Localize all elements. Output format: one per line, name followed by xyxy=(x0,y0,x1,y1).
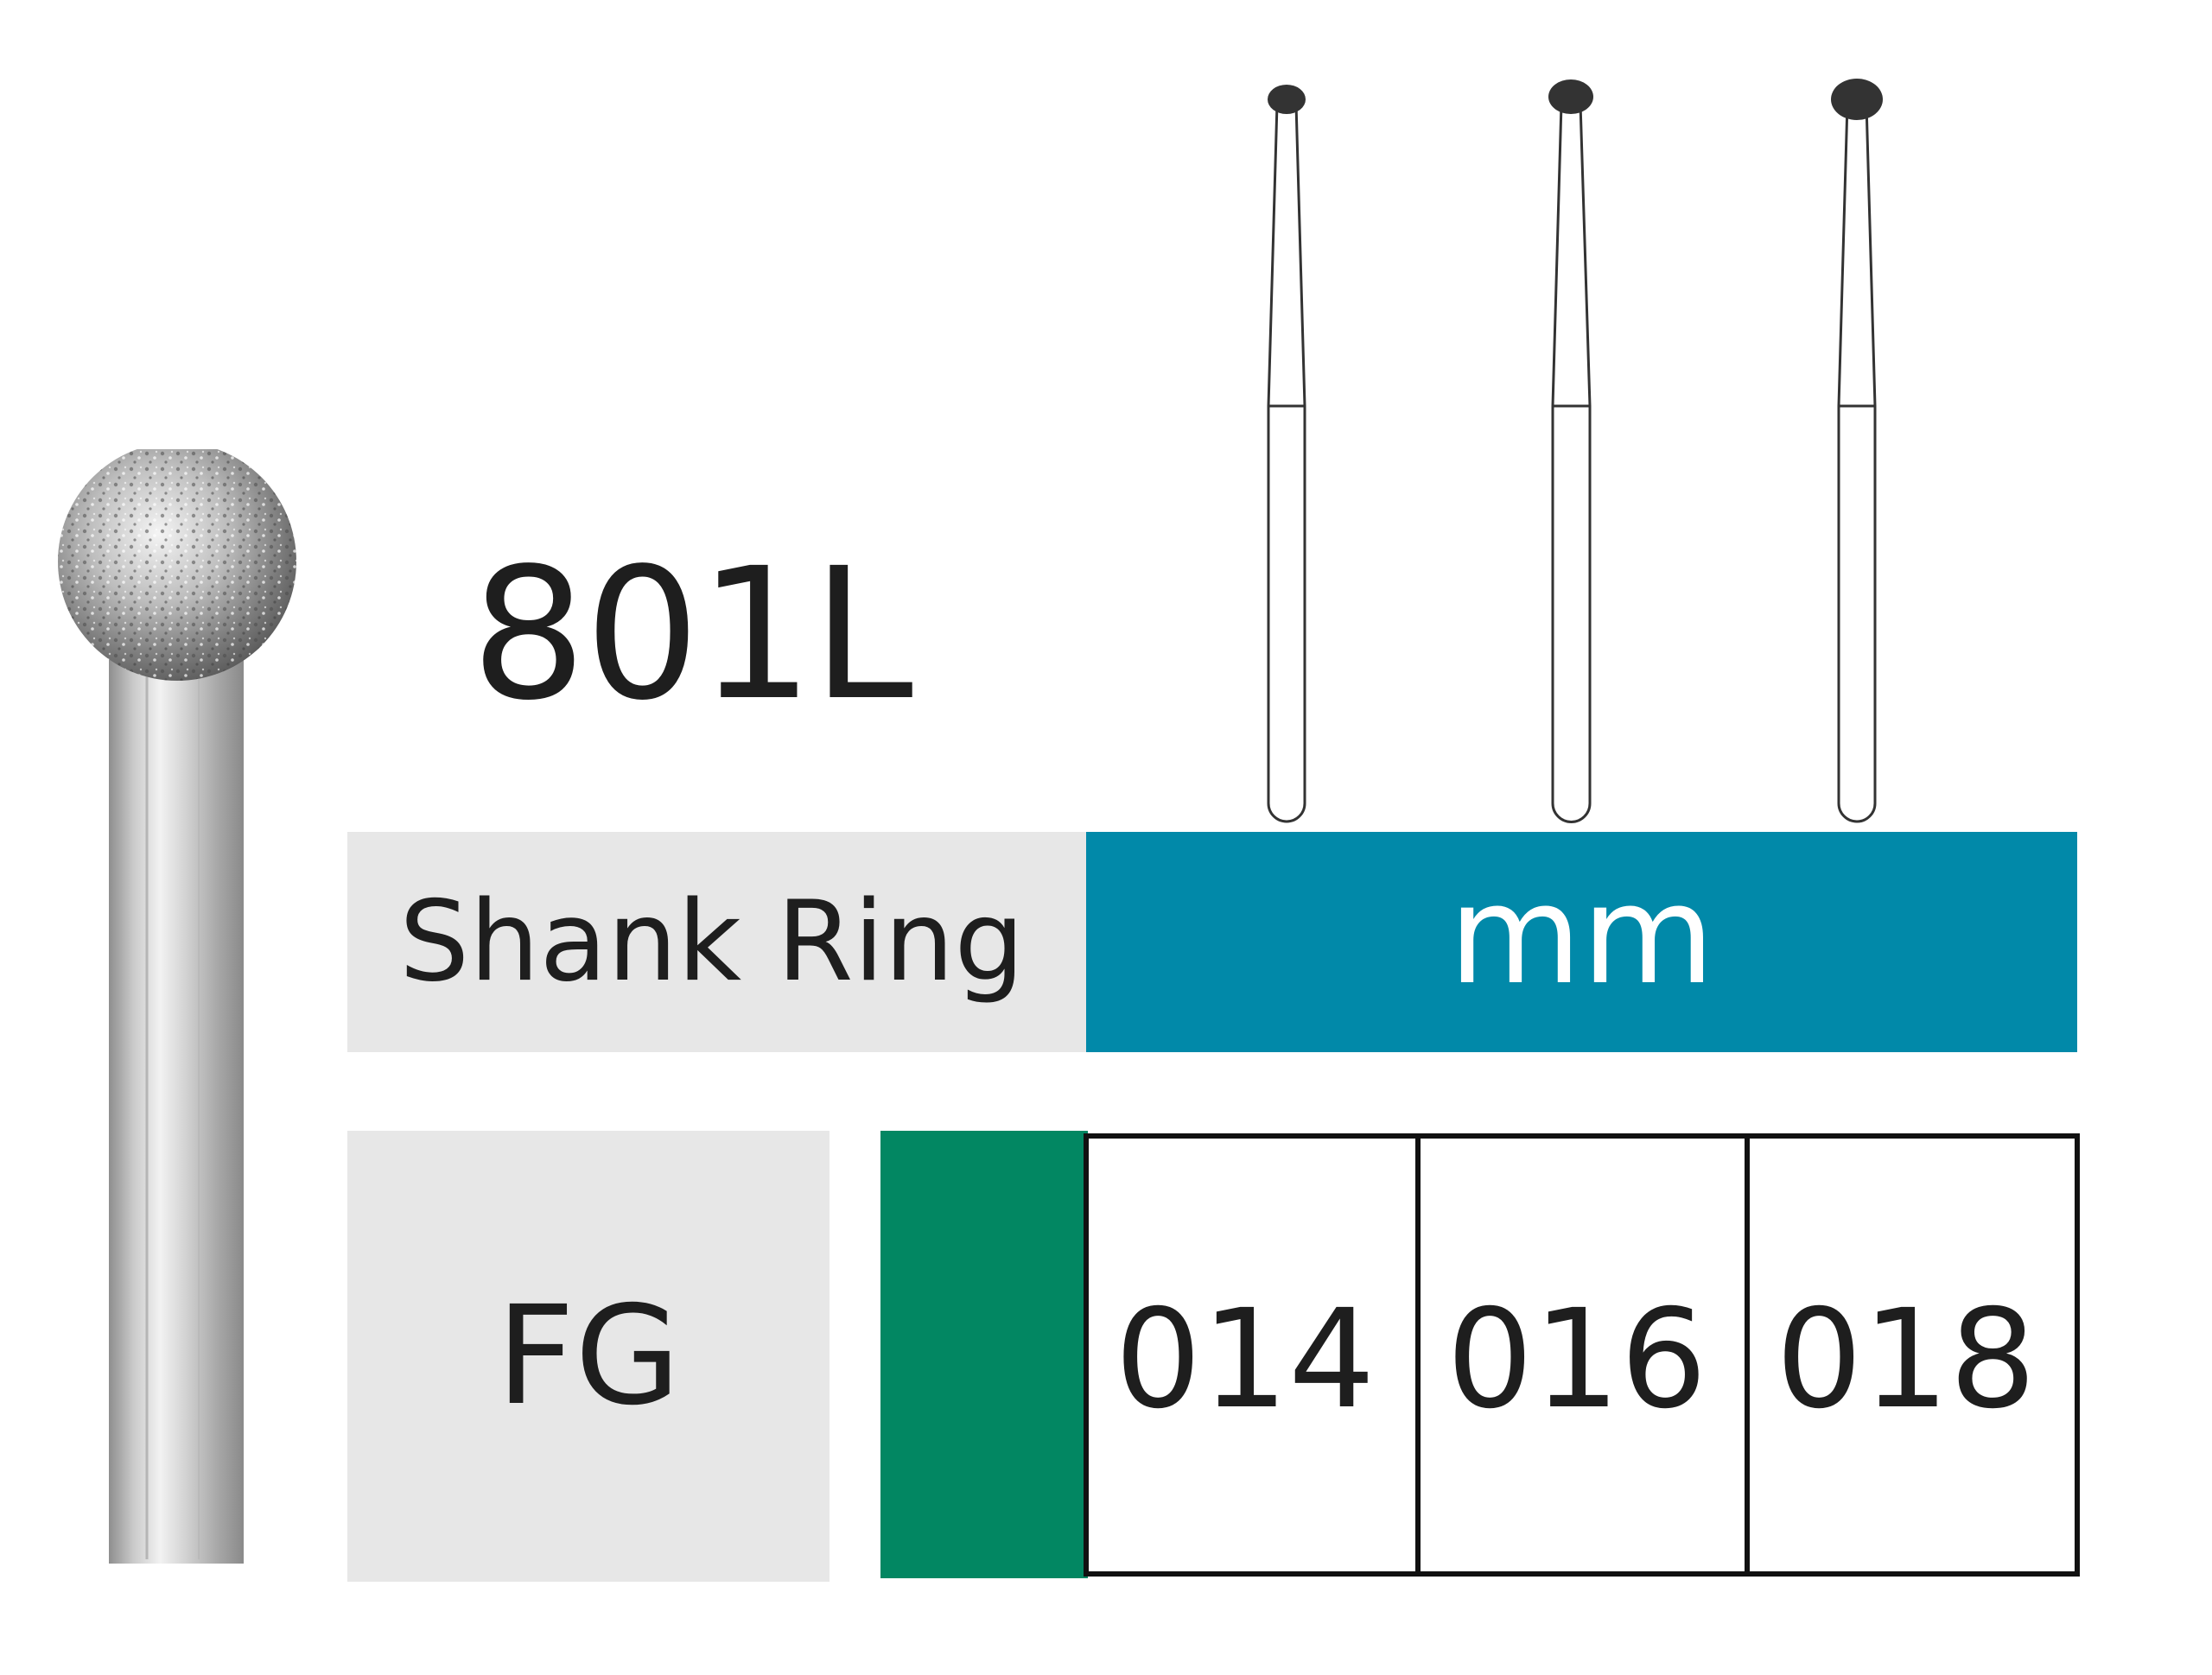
shank-ring-label: Shank Ring xyxy=(399,878,1025,1006)
bur-head-016 xyxy=(1548,79,1593,114)
mm-header: mm xyxy=(1086,832,2077,1052)
bur-head-018 xyxy=(1831,79,1883,120)
bur-diagrams xyxy=(1267,79,1883,823)
ring-color-swatch xyxy=(880,1131,1088,1578)
size-cell: 018 xyxy=(1745,1133,2080,1577)
product-code: 801L xyxy=(471,529,913,740)
shank-type-cell xyxy=(347,1131,830,1582)
shank-type-label: FG xyxy=(496,1277,681,1436)
size-cell: 016 xyxy=(1415,1133,1750,1577)
size-cell: 014 xyxy=(1084,1133,1421,1577)
shank-ring-header xyxy=(347,832,1086,1052)
bur-head-014 xyxy=(1268,85,1306,114)
bur-photo xyxy=(58,449,296,1564)
